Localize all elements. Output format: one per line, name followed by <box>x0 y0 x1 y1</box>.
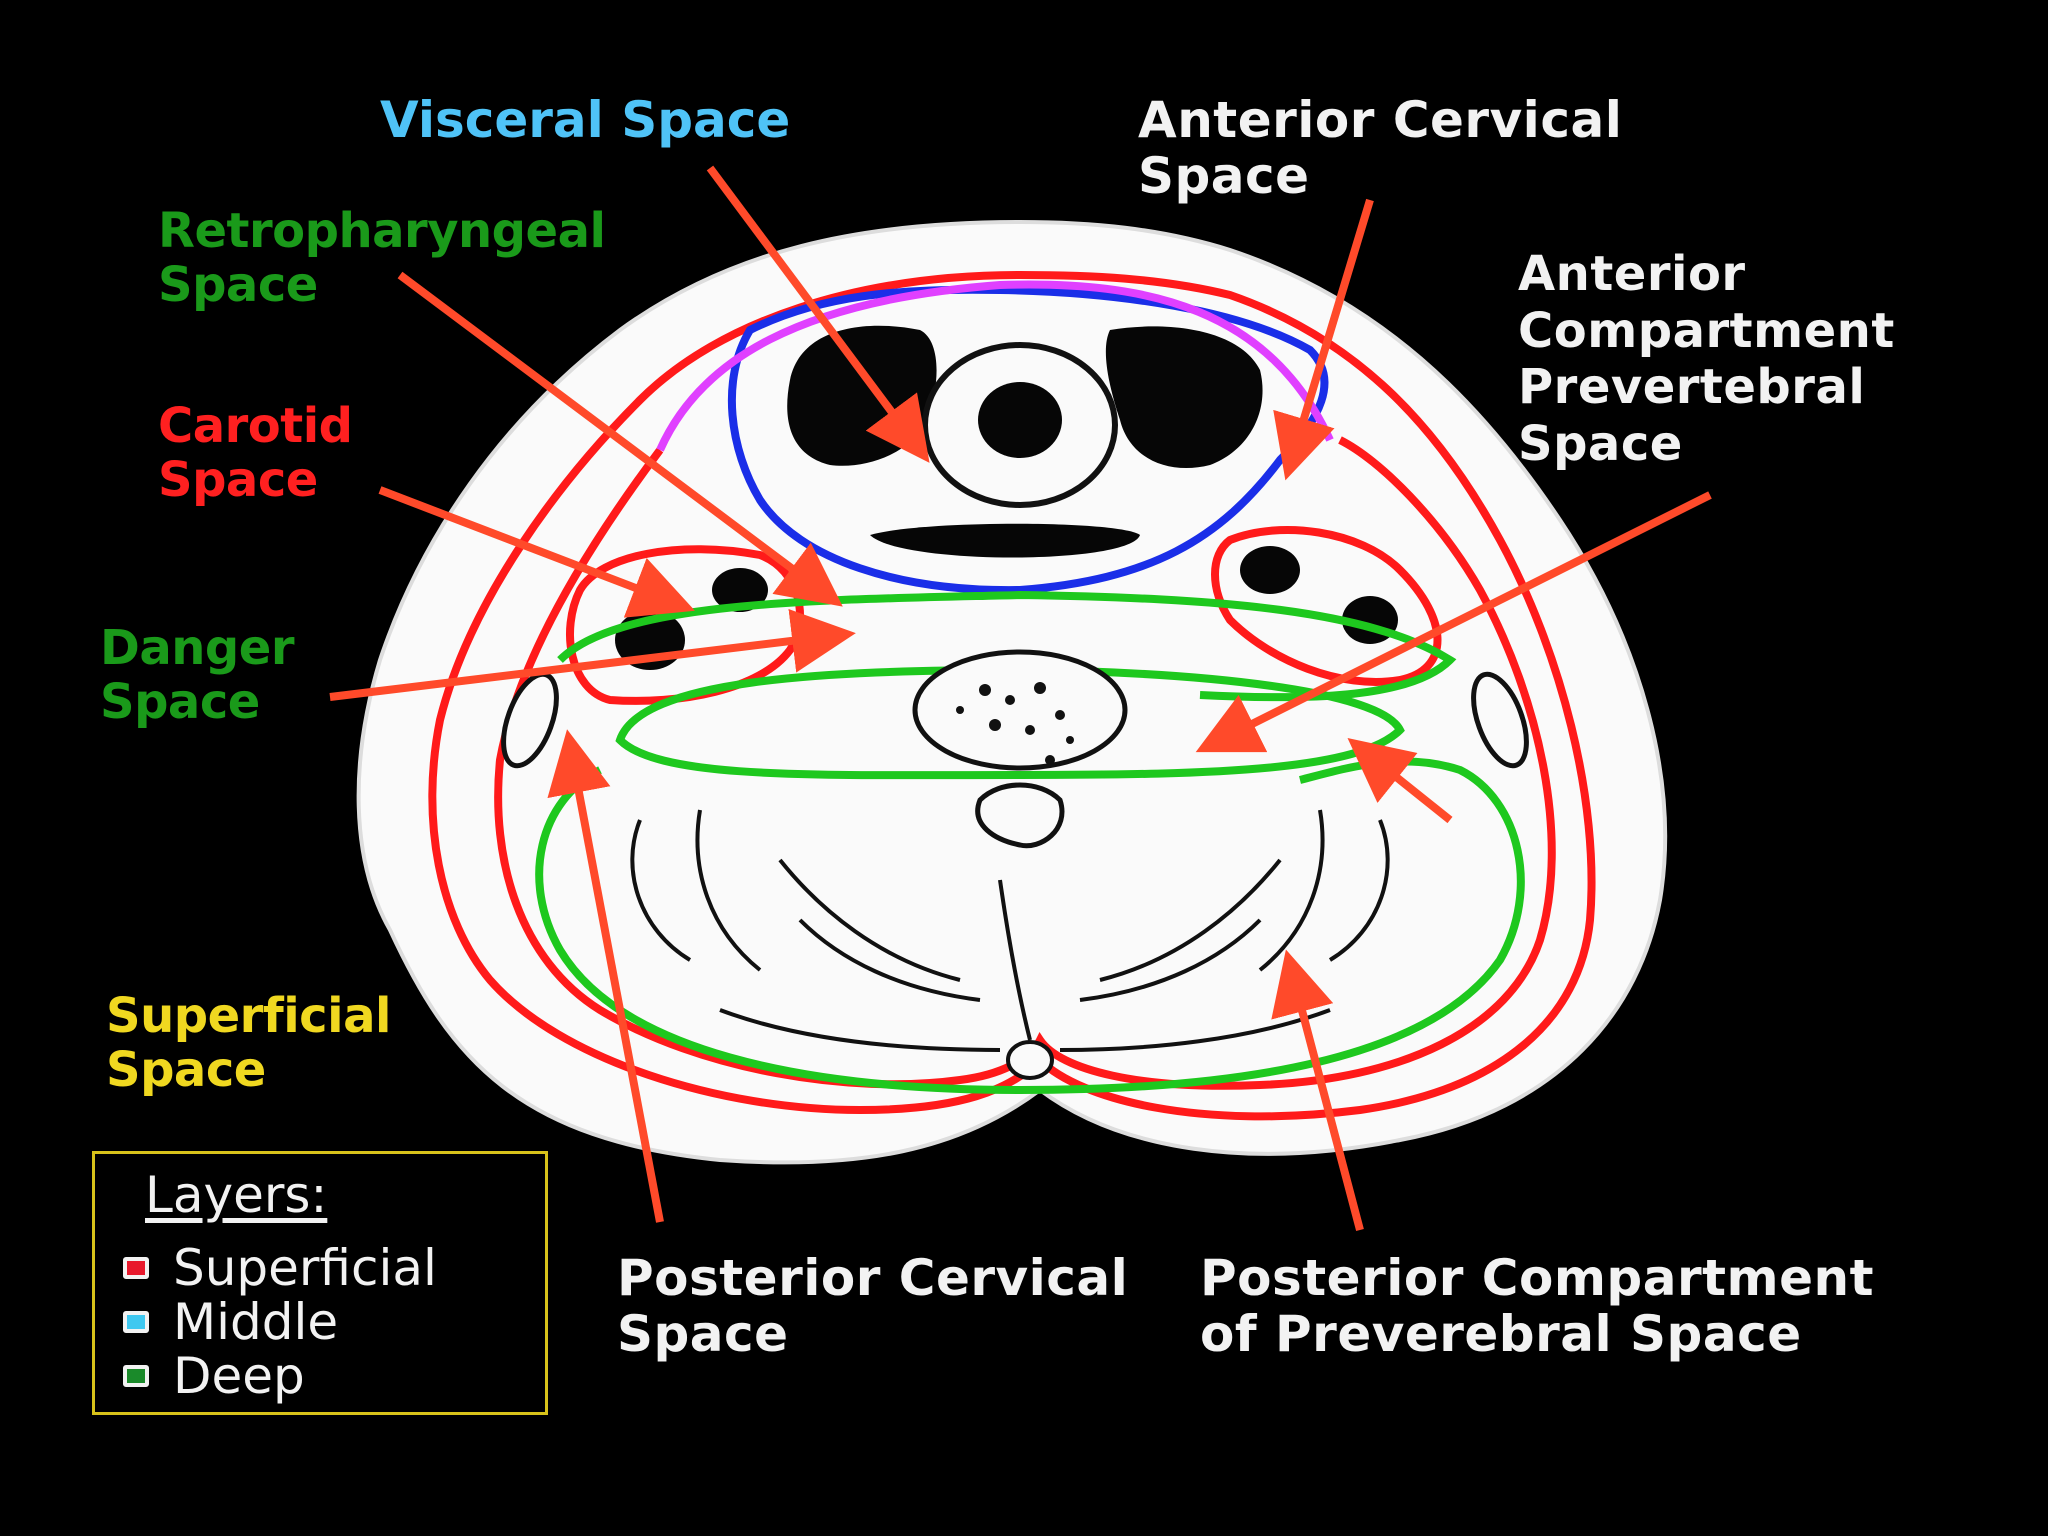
label-anterior-cervical-space: Anterior Cervical Space <box>1138 91 1623 205</box>
arrow-posterior-cervical <box>547 729 664 1223</box>
pharynx-lumen-right <box>1105 326 1263 468</box>
deep-layer-prevertebral <box>615 665 1405 780</box>
deep-layer-posterior <box>535 757 1525 1095</box>
deep-layer-alar <box>557 590 1457 702</box>
sternocleidomastoid-left <box>501 671 559 769</box>
legend-label-superficial: Superficial <box>173 1239 437 1297</box>
spinal-canal <box>975 782 1065 849</box>
arrow-visceral <box>706 165 930 463</box>
legend-title: Layers: <box>145 1166 328 1224</box>
sternocleidomastoid-right <box>1471 671 1529 769</box>
legend-label-deep: Deep <box>173 1347 305 1405</box>
label-visceral-space: Visceral Space <box>380 91 791 149</box>
esophagus <box>870 523 1140 558</box>
legend-item-middle: Middle <box>123 1293 339 1351</box>
pretracheal-fascia <box>656 280 1334 452</box>
arrow-carotid <box>378 486 695 618</box>
label-carotid-space: Carotid Space <box>158 398 353 508</box>
arrow-danger <box>329 609 856 701</box>
legend-item-deep: Deep <box>123 1347 305 1405</box>
arrow-anterior-compartment <box>1195 491 1712 753</box>
legend-swatch-deep <box>123 1365 149 1387</box>
label-posterior-cervical-space: Posterior Cervical Space <box>617 1249 1129 1363</box>
legend-swatch-superficial <box>123 1257 149 1279</box>
label-retropharyngeal-space: Retropharyngeal Space <box>158 203 606 313</box>
label-danger-space: Danger Space <box>100 620 295 730</box>
arrow-posterior-compartment <box>1271 949 1364 1232</box>
arrow-anterior-cervical <box>1273 198 1374 481</box>
label-superficial-space: Superficial Space <box>106 988 391 1098</box>
vertebral-texture <box>956 682 1074 765</box>
arrow-retropharyngeal <box>397 271 843 607</box>
legend-label-middle: Middle <box>173 1293 339 1351</box>
legend-swatch-middle <box>123 1311 149 1333</box>
label-posterior-compartment-prevertebral-space: Posterior Compartment of Preverebral Spa… <box>1200 1249 1875 1363</box>
spinous-process <box>1006 1040 1054 1080</box>
legend-item-superficial: Superficial <box>123 1239 437 1297</box>
layers-legend: Layers: Superficial Middle Deep <box>92 1151 548 1415</box>
airway-lumen <box>978 382 1062 458</box>
paraspinal-muscles <box>630 809 1390 1052</box>
arrow-posterior-compartment-2 <box>1347 738 1453 824</box>
label-anterior-compartment-prevertebral-space: Anterior Compartment Prevertebral Space <box>1518 246 1895 472</box>
